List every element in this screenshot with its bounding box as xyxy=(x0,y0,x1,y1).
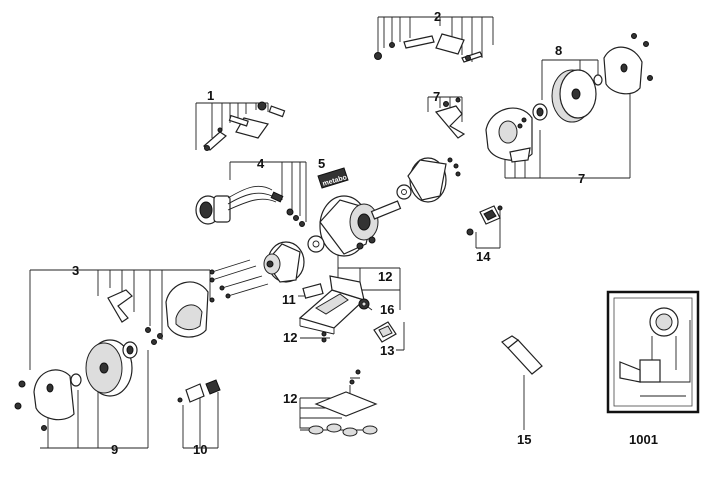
eye-shield-clamp xyxy=(466,205,503,236)
tie-rods xyxy=(209,259,269,299)
tool-rest-parts-right xyxy=(374,33,483,63)
callout-4: 4 xyxy=(257,156,265,171)
callout-14: 14 xyxy=(476,249,491,264)
wheel-guard-left xyxy=(107,281,215,345)
switch-13 xyxy=(373,321,397,343)
wiring-diagram-1001 xyxy=(606,290,700,414)
callout-2: 2 xyxy=(434,9,441,24)
leader-lines xyxy=(29,16,631,449)
parts-drawing: metabo xyxy=(14,33,700,437)
washer-16 xyxy=(358,298,370,310)
motor-end-bell-left xyxy=(263,241,305,283)
grinding-wheel-left xyxy=(14,339,138,431)
callout-7-lower: 7 xyxy=(578,171,585,186)
grinding-wheel-right xyxy=(532,33,653,123)
callout-5: 5 xyxy=(318,156,325,171)
tool-rest-right xyxy=(434,97,466,139)
callout-12-mid: 12 xyxy=(283,330,297,345)
motor-end-bell-right xyxy=(396,157,461,203)
callout-7-upper: 7 xyxy=(433,89,440,104)
power-cable-assembly xyxy=(195,185,305,227)
callout-16: 16 xyxy=(380,302,394,317)
clip-10 xyxy=(177,379,221,403)
hex-key xyxy=(501,335,543,375)
callout-9: 9 xyxy=(111,442,118,457)
callout-3: 3 xyxy=(72,263,79,278)
callout-12-bottom: 12 xyxy=(283,391,297,406)
callout-8: 8 xyxy=(555,43,562,58)
callout-1001: 1001 xyxy=(629,432,658,447)
motor-housing xyxy=(307,195,402,257)
callout-15: 15 xyxy=(517,432,531,447)
base-plate-feet xyxy=(308,369,378,437)
tool-rest-parts-left xyxy=(203,101,286,151)
callout-10: 10 xyxy=(193,442,207,457)
callout-12-top: 12 xyxy=(378,269,392,284)
callout-1: 1 xyxy=(207,88,214,103)
machine-base xyxy=(298,275,366,335)
callout-labels: 1 2 3 4 5 7 7 8 9 10 11 12 12 12 13 14 1… xyxy=(72,9,658,457)
rating-label xyxy=(302,283,324,299)
callout-11: 11 xyxy=(282,292,296,307)
wheel-guard-right xyxy=(485,107,533,163)
screws-12-mid xyxy=(321,331,327,343)
brand-plate: metabo xyxy=(317,167,349,189)
callout-13: 13 xyxy=(380,343,394,358)
